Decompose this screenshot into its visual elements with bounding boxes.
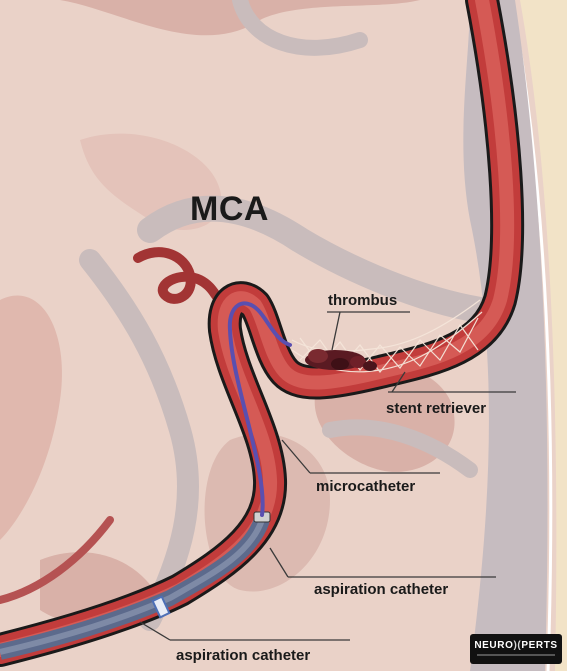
logo-wordmark: NEURO)(PERTS [470,640,562,651]
label-aspiration-catheter-lower: aspiration catheter [176,647,310,664]
logo-text-right: PERTS [521,640,557,651]
label-stent-retriever: stent retriever [386,400,486,417]
logo-tagline-bar [477,654,555,656]
label-aspiration-catheter-upper: aspiration catheter [314,581,448,598]
neuroxperts-logo: NEURO)(PERTS [470,634,562,664]
title-mca: MCA [190,190,269,229]
logo-text-left: NEURO [474,640,513,651]
label-microcatheter: microcatheter [316,478,415,495]
label-thrombus: thrombus [328,292,397,309]
